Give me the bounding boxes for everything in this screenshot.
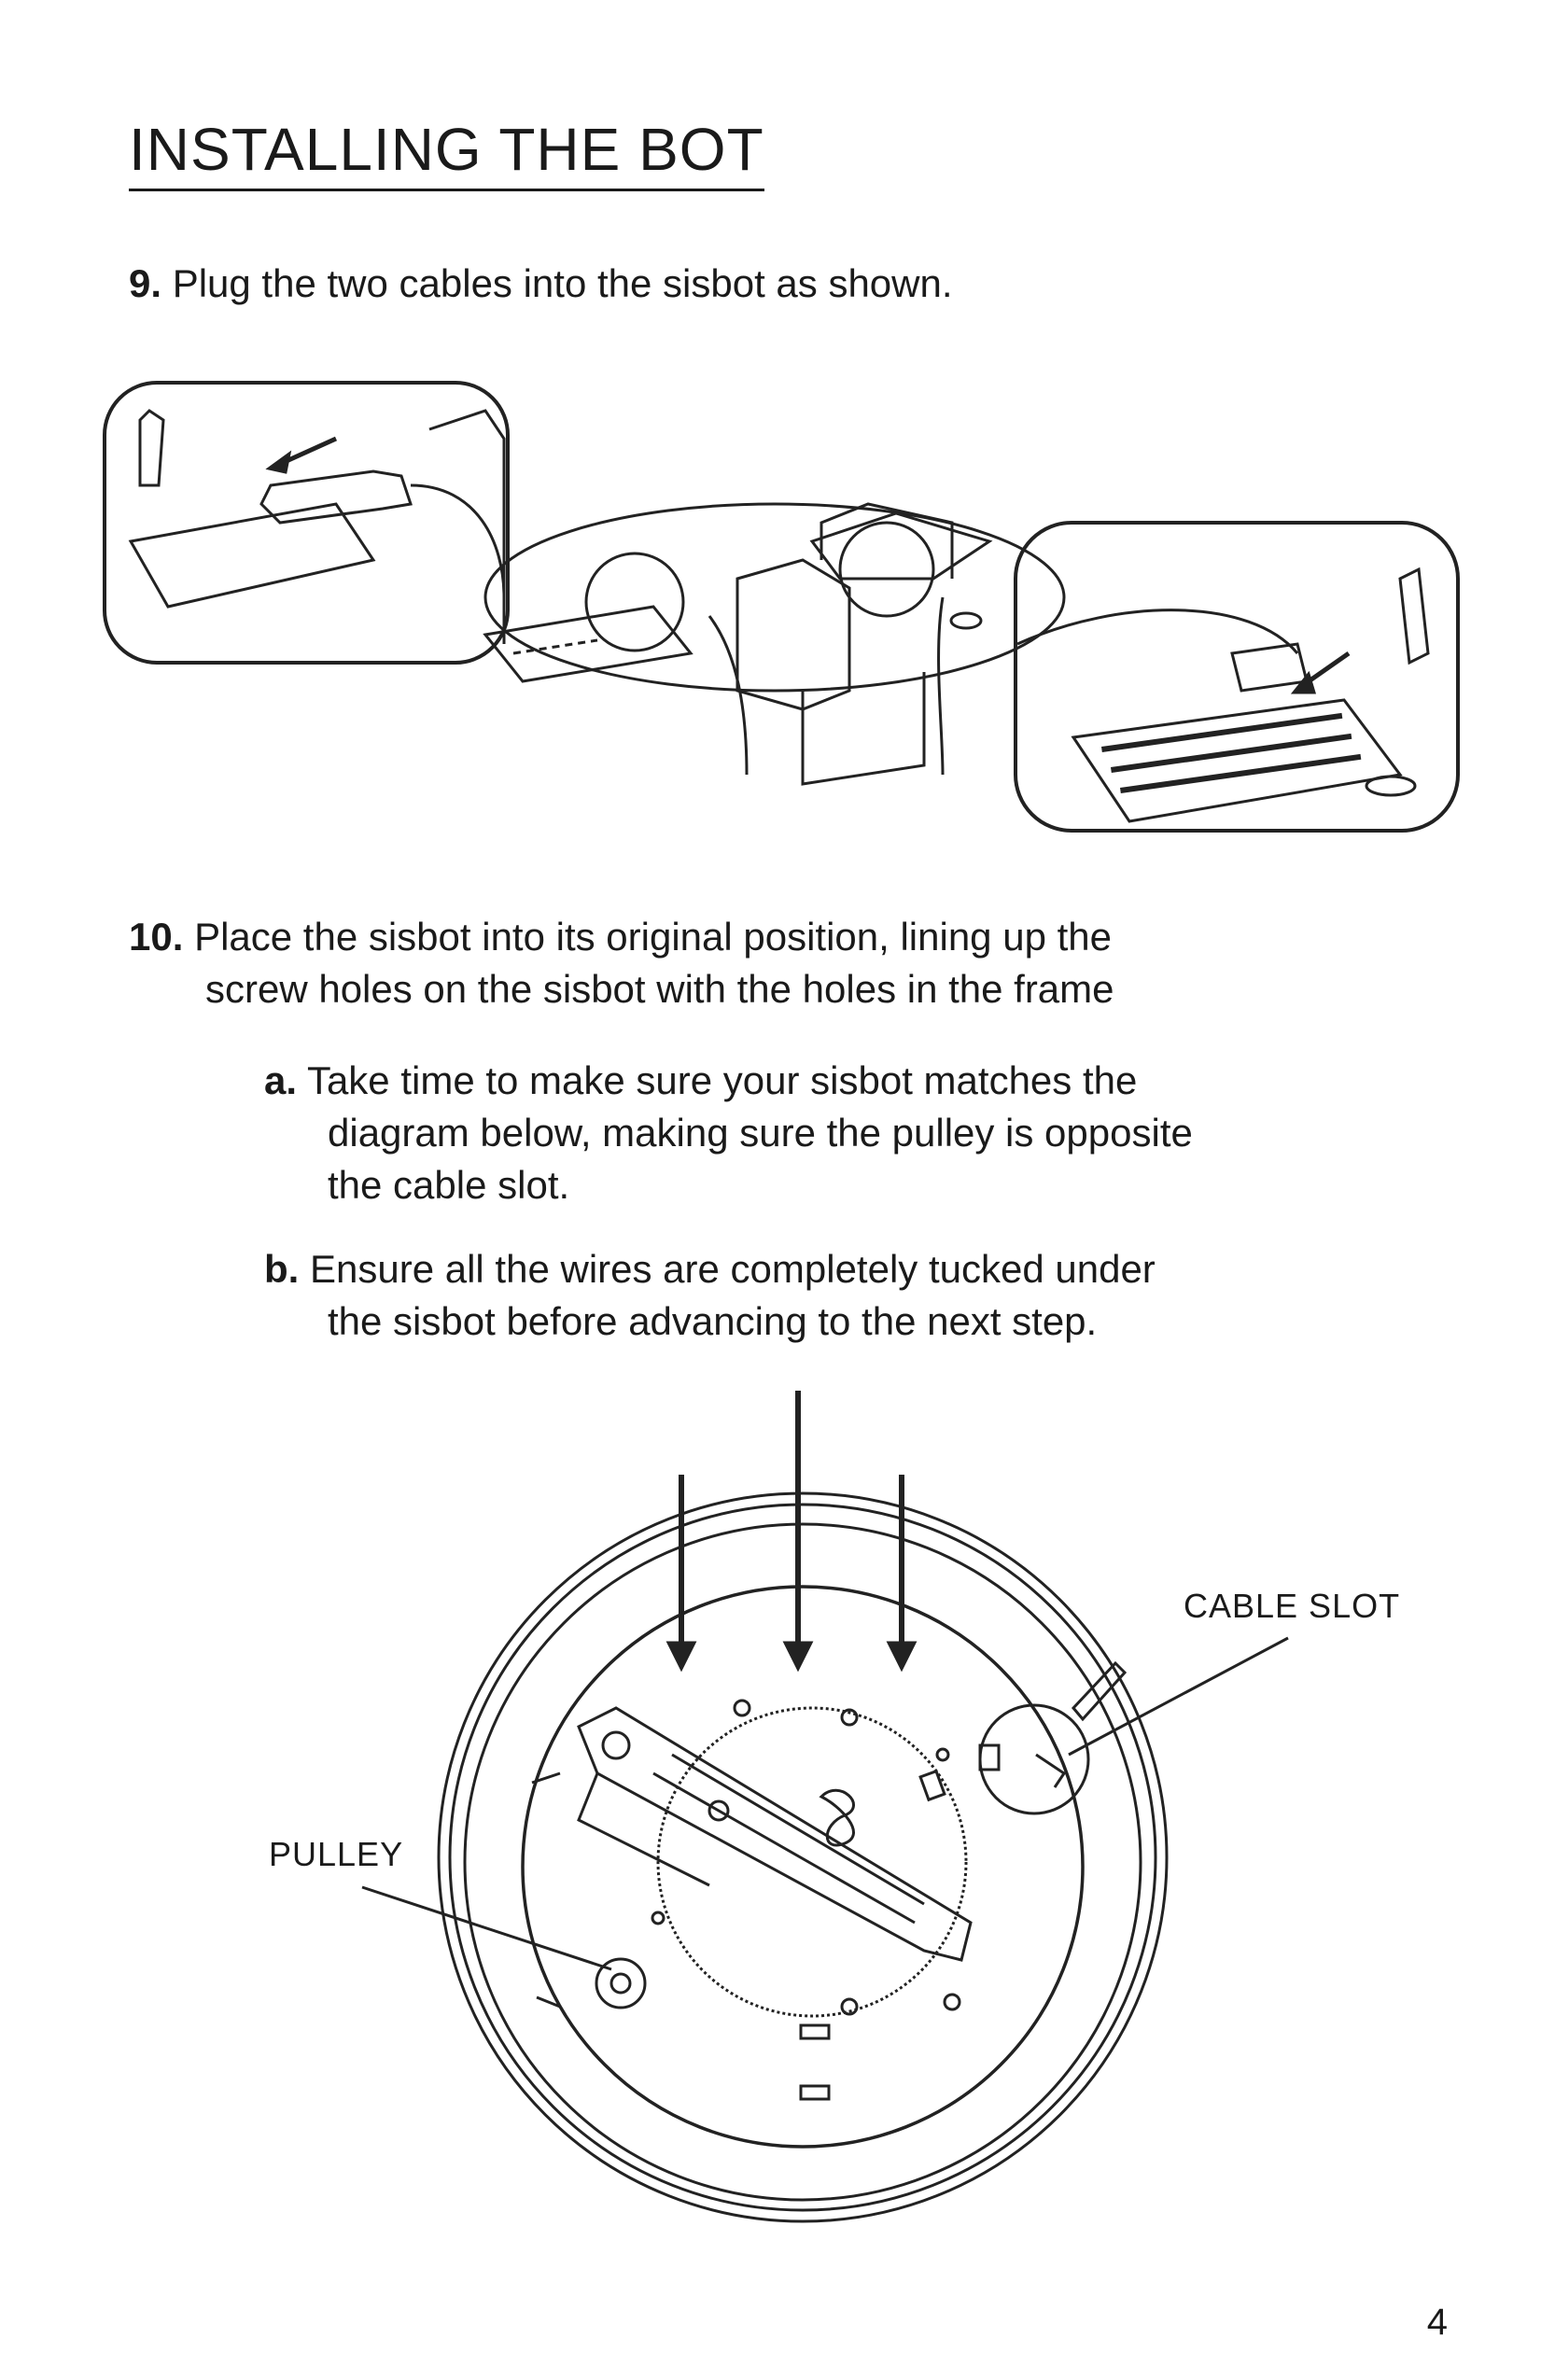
base-plate-outline <box>483 502 1066 693</box>
sub-a-letter: a. <box>264 1058 298 1102</box>
sub-a-line-3: the cable slot. <box>328 1163 570 1207</box>
zoom-circle-left <box>584 552 685 652</box>
pulley-leader <box>361 1885 612 1971</box>
left-detail-inset <box>103 381 510 665</box>
center-bracket <box>735 558 851 711</box>
step-9-number: 9. <box>129 261 162 305</box>
frame-outer-ring <box>437 1491 1169 2223</box>
sub-b-line-1: Ensure all the wires are completely tuck… <box>310 1247 1156 1291</box>
step-10-number: 10. <box>129 915 184 959</box>
sub-b-line-2: the sisbot before advancing to the next … <box>328 1299 1098 1343</box>
page-number: 4 <box>1426 2302 1448 2343</box>
cable-slot-label: CABLE SLOT <box>1184 1587 1401 1625</box>
step-10: 10. Place the sisbot into its original p… <box>129 911 1342 1015</box>
pulley-label: PULLEY <box>269 1835 404 1873</box>
logo-mark <box>819 1788 855 1847</box>
gear-ring <box>656 1706 968 2018</box>
cable-slot-circle <box>978 1703 1090 1815</box>
pulley-icon <box>595 1957 647 2009</box>
sub-b-letter: b. <box>264 1247 300 1291</box>
page-title: INSTALLING THE BOT <box>129 119 764 191</box>
right-detail-inset <box>1014 521 1460 833</box>
step-10-line-1: Place the sisbot into its original posit… <box>194 915 1112 959</box>
sub-a-line-2: diagram below, making sure the pulley is… <box>328 1111 1193 1155</box>
circuit-board-detail <box>1071 698 1403 823</box>
step-9: 9. Plug the two cables into the sisbot a… <box>129 258 953 310</box>
step-10-line-2: screw holes on the sisbot with the holes… <box>205 967 1114 1011</box>
step-10-sub-a: a. Take time to make sure your sisbot ma… <box>264 1055 1422 1211</box>
circuit-board <box>483 605 693 683</box>
sisbot-plate <box>521 1585 1085 2149</box>
cable-slot-leader <box>1068 1636 1289 1757</box>
sub-a-line-1: Take time to make sure your sisbot match… <box>306 1058 1138 1102</box>
step-9-text: Plug the two cables into the sisbot as s… <box>172 261 953 305</box>
step-10-sub-b: b. Ensure all the wires are completely t… <box>264 1243 1422 1348</box>
zoom-circle-right <box>838 521 935 618</box>
